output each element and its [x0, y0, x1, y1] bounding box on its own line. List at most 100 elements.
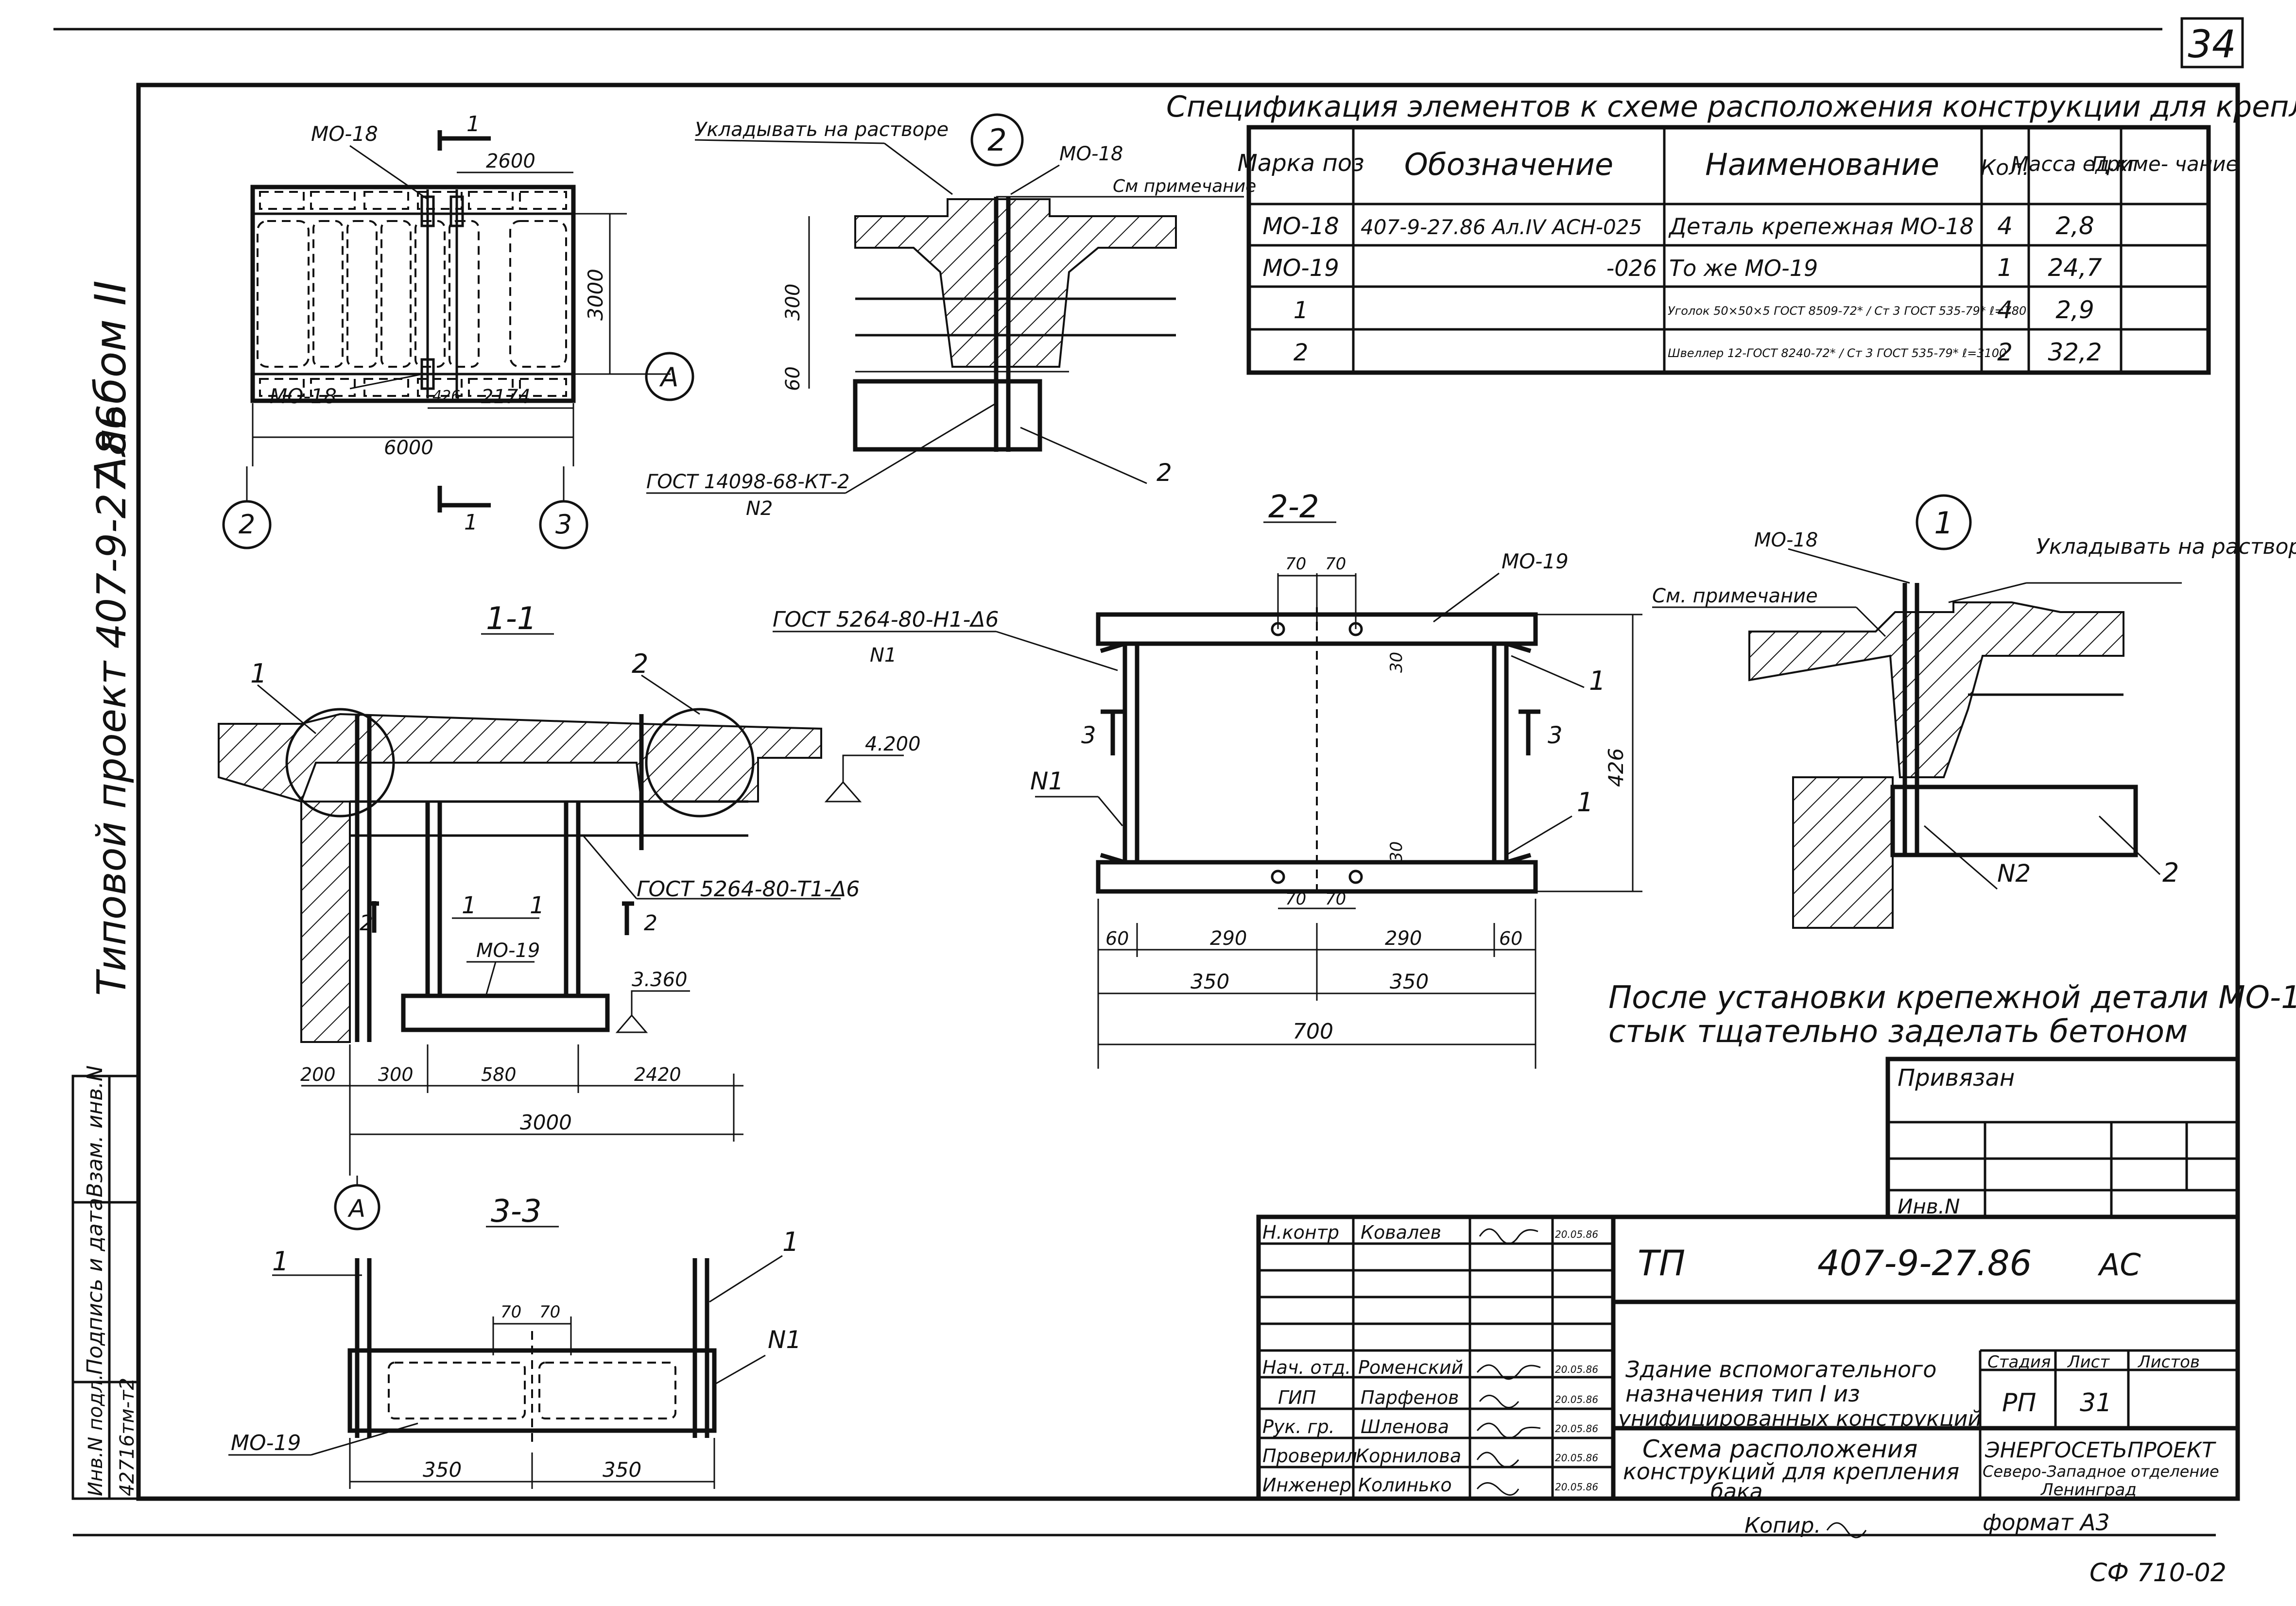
dim: 350	[603, 1458, 641, 1482]
signature	[1479, 1395, 1519, 1408]
dim: 30	[1387, 652, 1406, 673]
tb-section: АС	[2097, 1247, 2141, 1282]
spec-title: Спецификация элементов к схеме расположе…	[1166, 90, 2296, 124]
dim: 290	[1385, 927, 1422, 950]
spec-header-qty: Кол.	[1981, 155, 2029, 180]
dim: 300	[378, 1064, 414, 1085]
section-label: 1	[250, 658, 267, 689]
tb-name: Ковалев	[1361, 1222, 1441, 1243]
detail-note: См примечание	[1113, 176, 1256, 196]
spec-row-name: То же МО-19	[1669, 255, 1818, 281]
tb-role: Проверил	[1262, 1445, 1357, 1467]
weld-label: N2	[1997, 859, 2031, 888]
dim: 70	[501, 1302, 521, 1322]
tb-name: Шленова	[1361, 1416, 1449, 1437]
tb-sheet: 31	[2080, 1388, 2112, 1418]
detail-gost: ГОСТ 14098-68-КТ-2	[646, 471, 850, 493]
plan-cut-label: 1	[466, 112, 480, 137]
detail-1: 1 МО-18 Укладывать на растворе См. приме…	[1652, 494, 2296, 929]
section-label: 1	[782, 1227, 799, 1257]
spec-row-mark: 1	[1294, 297, 1309, 324]
tb-building: назначения тип I из	[1625, 1381, 1860, 1407]
axis-bubble: А	[347, 1195, 365, 1223]
tb-sheet-title: Схема расположения	[1642, 1435, 1917, 1463]
tb-sheet-title: конструкций для крепления	[1623, 1458, 1959, 1485]
spec-row-code: 407-9-27.86 Ал.IV АСН-025	[1361, 215, 1642, 239]
dim: 30	[1387, 841, 1406, 862]
level-mark: 3.360	[632, 969, 688, 991]
dim: 200	[300, 1064, 336, 1085]
weld-label: N1	[870, 644, 897, 666]
axis-bubble: А	[659, 362, 679, 393]
dim: 290	[1210, 927, 1247, 950]
spec-row-name: Деталь крепежная МО-18	[1668, 213, 1974, 239]
tb-building: унифицированных конструкций	[1617, 1406, 1982, 1431]
dim: 70	[1325, 889, 1346, 909]
dim: 3000	[520, 1111, 572, 1134]
signature	[1476, 1364, 1541, 1380]
dim: 350	[1191, 970, 1229, 993]
dim: 70	[1285, 554, 1306, 574]
dim: 60	[1105, 928, 1129, 949]
note-line: После установки крепежной детали МО-18	[1608, 980, 2296, 1016]
side-album-text: Альбом II	[86, 280, 136, 488]
detail-lay-text: Укладывать на растворе	[2036, 534, 2296, 559]
tb-sheets-label: Листов	[2137, 1352, 2200, 1372]
detail-mark: МО-18	[1059, 143, 1123, 165]
detail-dim: 300	[782, 284, 804, 321]
dim: 350	[1390, 970, 1429, 993]
tb-sheet-label: Лист	[2067, 1352, 2110, 1372]
tb-date: 20.05.86	[1555, 1423, 1598, 1435]
section-title: 2-2	[1268, 489, 1319, 525]
detail-dim: 60	[782, 366, 804, 391]
plan-dim: 426	[432, 388, 460, 405]
tb-name: Колинько	[1358, 1474, 1452, 1496]
section-mark: МО-19	[1502, 549, 1569, 573]
tb-building: Здание вспомогательного	[1625, 1356, 1936, 1383]
tb-name: Роменский	[1358, 1357, 1463, 1378]
tb-date: 20.05.86	[1555, 1364, 1598, 1375]
axis-bubble: 2	[239, 509, 255, 540]
section-mark: МО-19	[231, 1431, 301, 1455]
bottom-texts: Копир. формат А3 СФ 710-02	[1744, 1509, 2227, 1588]
svg-text:Альбом II: Альбом II	[86, 280, 136, 488]
tb-name: Парфенов	[1361, 1387, 1459, 1408]
tb-code: ТП	[1638, 1243, 1685, 1283]
plan-mark: МО-18	[311, 122, 378, 146]
dim: 70	[539, 1302, 560, 1322]
tb-org: Северо-Западное отделение	[1983, 1462, 2219, 1481]
spec-row-qty: 1	[1997, 254, 2013, 282]
format-label: формат А3	[1983, 1509, 2110, 1536]
spec-row-mass: 32,2	[2048, 338, 2102, 366]
spec-header-code: Обозначение	[1404, 147, 1613, 182]
bound-label: Привязан	[1898, 1064, 2015, 1092]
plan-view: 2600 3000 426 2174 6000 МО-18 МО-18 1 1 …	[222, 112, 694, 549]
detail-number: 1	[1934, 505, 1953, 541]
plan-dim: 2600	[486, 150, 535, 172]
weld-label: N1	[1030, 767, 1064, 795]
plan-cut-label: 1	[464, 510, 478, 535]
cut-label: 2	[644, 911, 657, 936]
spec-row-mass: 2,8	[2055, 212, 2094, 240]
axis-bubble: 3	[555, 509, 572, 540]
tb-name: Корнилова	[1356, 1445, 1461, 1467]
tb-date: 20.05.86	[1555, 1394, 1598, 1405]
plan-mark: МО-18	[270, 384, 337, 408]
tb-date: 20.05.86	[1555, 1229, 1598, 1240]
cut-label: 2	[360, 911, 373, 936]
stamp-code: СФ 710-02	[2089, 1558, 2227, 1588]
spec-header-name: Наименование	[1705, 147, 1939, 182]
dim: 350	[423, 1458, 462, 1482]
dim: 700	[1293, 1019, 1333, 1044]
tb-sheet-title: бака	[1710, 1479, 1763, 1504]
section-3-3: 3-3 70 70 1 1 N1 МО-19 350 350	[228, 1194, 801, 1489]
side-stamp: Взам. инв.N Подпись и дата Инв.N подл. 4…	[71, 1065, 140, 1500]
plan-dim: 2174	[481, 386, 531, 408]
weld-label: N1	[768, 1326, 801, 1354]
spec-header-mass: Масса ед.кг	[2011, 152, 2140, 176]
spec-row-mass: 24,7	[2048, 254, 2102, 282]
spec-table: Спецификация элементов к схеме расположе…	[1166, 90, 2296, 375]
plan-dim: 6000	[384, 437, 433, 459]
cut-label: 3	[1548, 722, 1563, 749]
